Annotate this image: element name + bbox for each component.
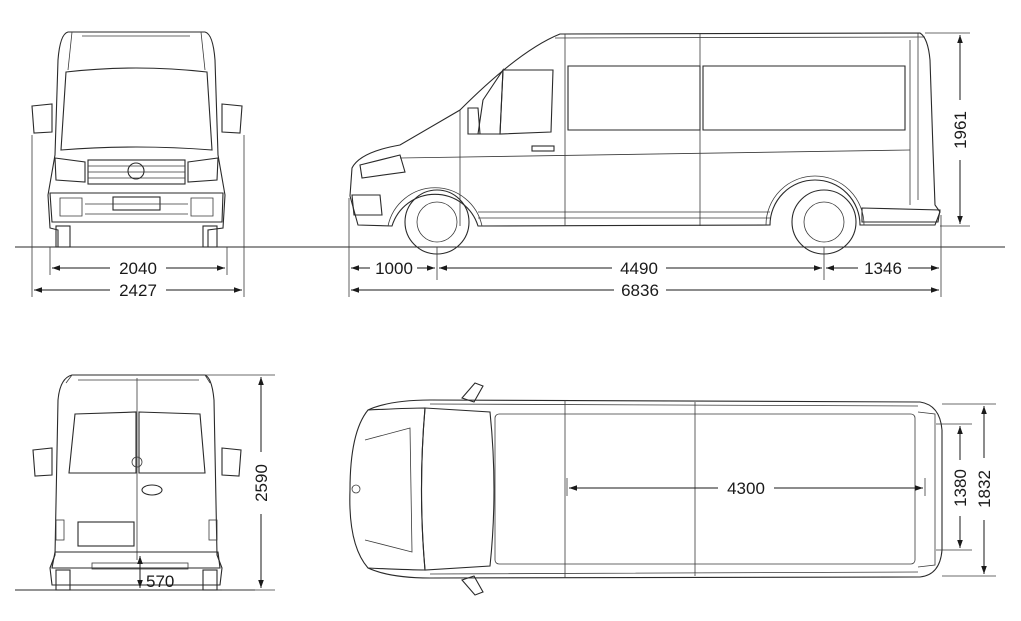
front-overhang-label: 1000 xyxy=(375,259,413,278)
overall-width-label: 2427 xyxy=(119,281,157,300)
cargo-height-label: 1961 xyxy=(951,111,970,149)
arch-width-label: 1380 xyxy=(951,469,970,507)
top-view xyxy=(349,382,996,596)
front-view xyxy=(15,31,255,297)
rear-view xyxy=(15,374,275,591)
cargo-length-label: 4300 xyxy=(727,479,765,498)
side-view xyxy=(255,32,1005,297)
overall-height-label: 2590 xyxy=(252,464,271,502)
rear-overhang-label: 1346 xyxy=(864,259,902,278)
front-track-label: 2040 xyxy=(119,259,157,278)
overall-length-label: 6836 xyxy=(621,281,659,300)
loading-sill-label: 570 xyxy=(146,572,174,591)
wheelbase-label: 4490 xyxy=(620,259,658,278)
cargo-width-label: 1832 xyxy=(975,470,994,508)
